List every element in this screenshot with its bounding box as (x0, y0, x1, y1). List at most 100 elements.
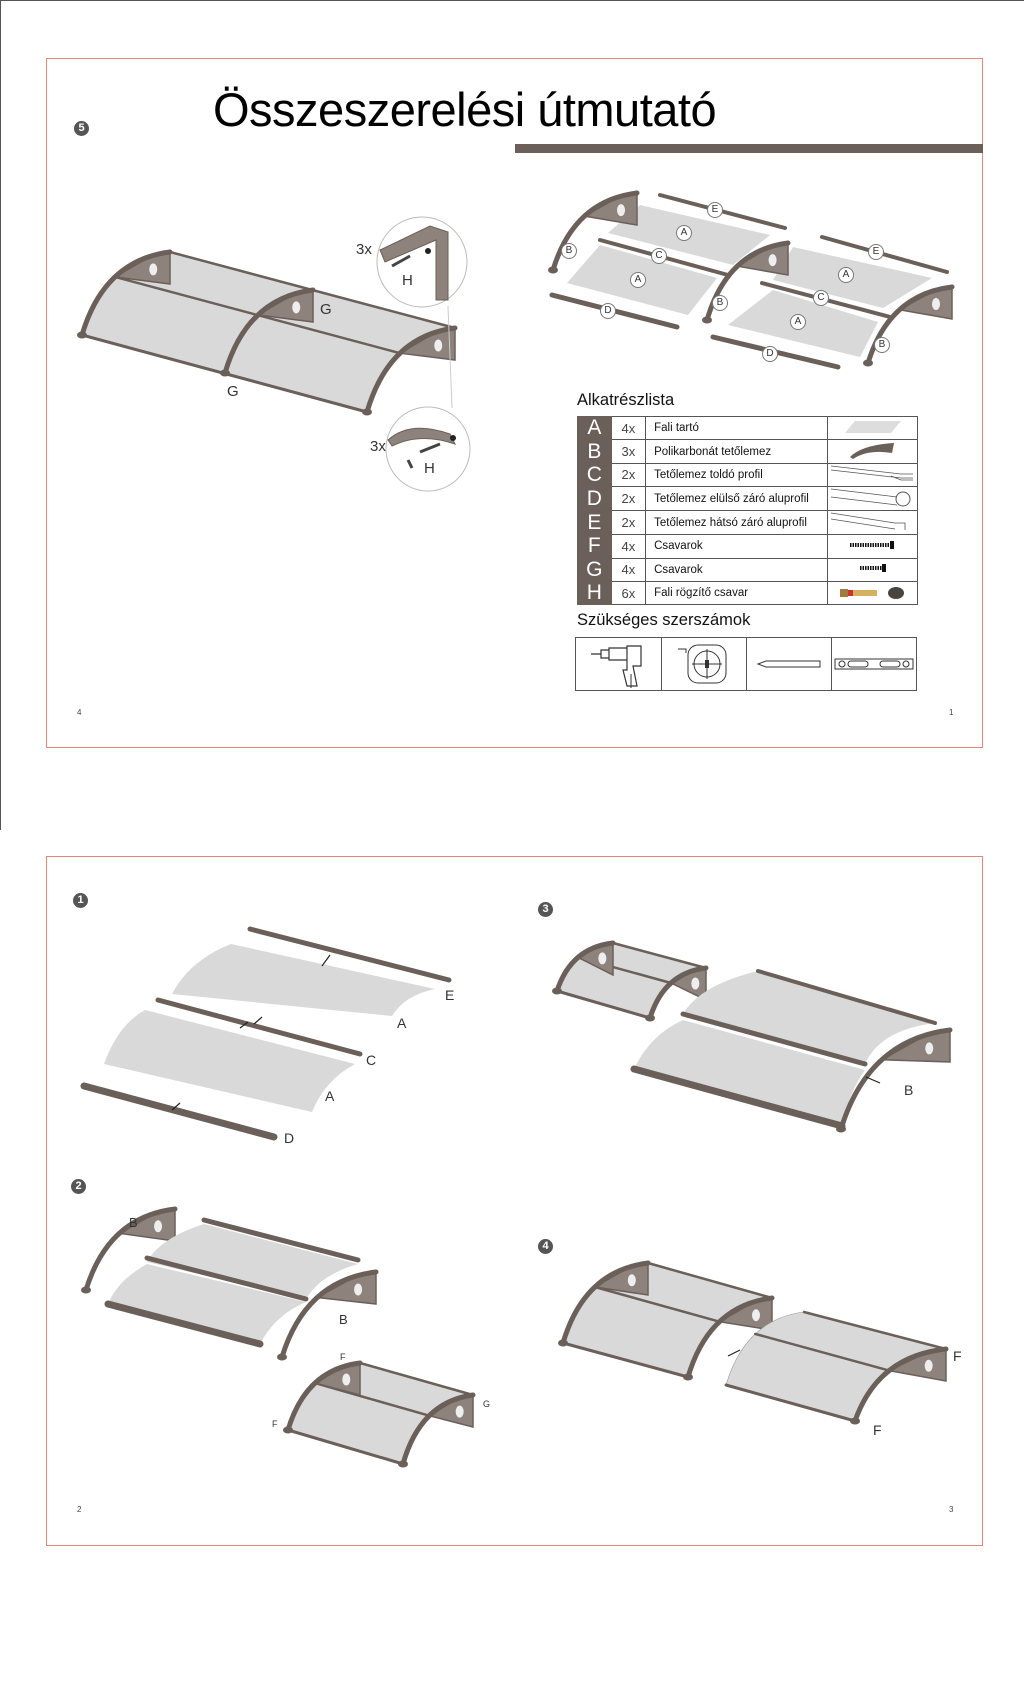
part-marker: C (651, 248, 667, 264)
joint-profile-icon (827, 462, 918, 488)
bracket-hole (342, 1373, 351, 1386)
bracket-hole (752, 1309, 761, 1322)
part-marker: C (813, 290, 829, 306)
bracket-detail (387, 427, 456, 447)
spirit-level-icon (832, 638, 916, 690)
arc-bracket (400, 1392, 476, 1467)
arrow-icon (727, 1349, 741, 1357)
part-label-f: F (340, 1352, 346, 1362)
bracket-hole (691, 977, 700, 990)
bracket-icon (827, 439, 918, 464)
part-letter: B (577, 439, 612, 464)
bracket-hole (598, 952, 607, 965)
end-cap (548, 266, 558, 274)
washer-icon (406, 459, 414, 469)
aluminium-profile (144, 1255, 309, 1302)
part-label-b: B (904, 1082, 914, 1098)
pencil-icon (747, 638, 833, 690)
part-name: Fali rögzítő csavar (645, 580, 829, 606)
part-label-g: G (227, 383, 239, 400)
aluminium-profile (561, 1341, 690, 1379)
tape-measure-icon (662, 638, 747, 690)
callout-line (447, 305, 453, 409)
part-name: Csavarok (645, 557, 829, 582)
aluminium-profile (802, 1310, 948, 1351)
end-cap (283, 1426, 293, 1434)
long-screw-icon (827, 534, 918, 559)
arc-bracket (852, 1346, 949, 1424)
part-quantity: 4x (610, 557, 647, 582)
bracket-hole (434, 339, 443, 352)
bracket-hole (932, 298, 941, 311)
polycarbonate-panel (104, 1010, 355, 1112)
polycarbonate-panel (172, 944, 435, 1016)
arc-bracket (83, 1206, 178, 1293)
part-marker: E (707, 202, 723, 218)
aluminium-profile (724, 1383, 857, 1423)
end-cap (220, 369, 230, 377)
arc-bracket (838, 1027, 953, 1132)
aluminium-profile (358, 1361, 475, 1397)
part-label-a: A (397, 1015, 407, 1031)
end-cap (398, 1460, 408, 1468)
polycarbonate-panel (147, 1224, 358, 1299)
qty-label: 3x (356, 241, 372, 258)
part-marker: B (874, 337, 890, 353)
arc-bracket (647, 965, 709, 1021)
sheet-assembly-steps (46, 856, 983, 1546)
aluminium-profile (201, 1217, 361, 1263)
arc-bracket (279, 1269, 379, 1360)
bracket-hole (924, 1359, 933, 1372)
bracket-hole (149, 263, 158, 276)
bracket-hole (354, 1283, 363, 1296)
qty-label: 3x (370, 438, 386, 455)
polycarbonate-panel (634, 1020, 865, 1126)
page-number: 3 (949, 1505, 954, 1514)
screw-hole-icon (450, 435, 456, 441)
end-cap (558, 1339, 568, 1347)
panel-sheet-icon (827, 415, 918, 441)
page-number: 2 (77, 1505, 82, 1514)
step-2-badge: 2 (71, 1179, 86, 1194)
aluminium-profile (104, 1300, 264, 1348)
part-quantity: 4x (610, 415, 647, 441)
short-screw-icon (827, 557, 918, 582)
polycarbonate-panel (683, 971, 935, 1064)
part-quantity: 3x (610, 439, 647, 464)
title-underline-bar (515, 144, 983, 153)
end-cap (702, 316, 712, 324)
arrow-icon (239, 1021, 249, 1029)
part-letter: G (577, 557, 612, 582)
aluminium-profile (593, 1285, 721, 1323)
page-top-border (0, 0, 1024, 1)
part-letter: F (577, 534, 612, 559)
part-marker: E (868, 244, 884, 260)
arrow-icon (253, 1016, 263, 1025)
page-number: 4 (77, 708, 82, 717)
part-marker: A (790, 314, 806, 330)
arc-bracket (364, 325, 458, 415)
part-marker: D (762, 346, 778, 362)
arc-bracket (222, 287, 316, 376)
step-5-badge: 5 (74, 121, 89, 136)
end-cap (81, 1286, 91, 1294)
arc-bracket (79, 249, 173, 338)
end-cap (863, 359, 873, 367)
part-label-c: C (366, 1052, 377, 1068)
part-label-h: H (424, 460, 435, 477)
drill-icon (576, 638, 662, 690)
end-cap (552, 987, 562, 995)
part-quantity: 2x (610, 486, 647, 512)
part-label-g: G (483, 1399, 491, 1409)
part-name: Tetőlemez toldó profil (645, 462, 829, 488)
page-left-border (0, 0, 1, 830)
bracket-hole (617, 204, 626, 217)
aluminium-profile (611, 941, 708, 970)
end-cap (277, 1353, 287, 1361)
aluminium-profile (630, 1065, 846, 1130)
